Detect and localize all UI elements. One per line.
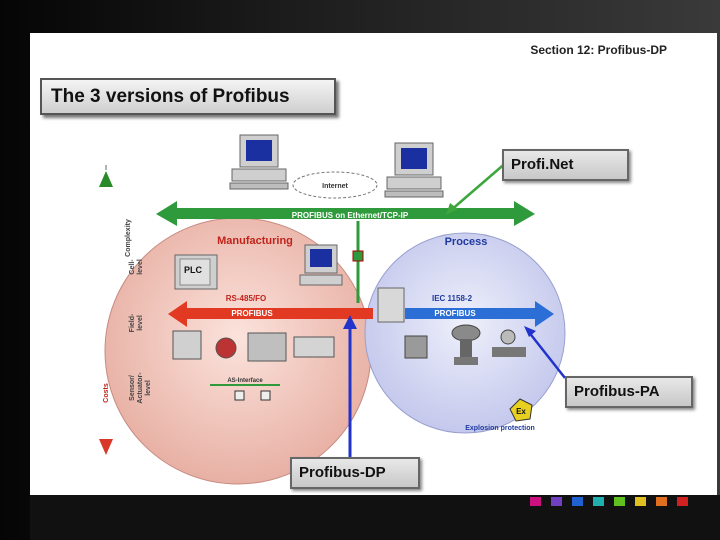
ex-label: Ex xyxy=(516,407,526,416)
profibus-dp-callout: Profibus-DP xyxy=(290,457,420,489)
profinet-callout: Profi.Net xyxy=(502,149,629,181)
footer-square xyxy=(614,497,625,506)
profibus-pa-callout: Profibus-PA xyxy=(565,376,693,408)
io-module-icon xyxy=(172,330,202,360)
footer-square xyxy=(677,497,688,506)
transmitter-icon xyxy=(404,335,428,359)
field-level-line2: level xyxy=(137,315,144,331)
profibus-diagram: PROFIBUS on Ethernet/TCP-IP PROFIBUS PRO… xyxy=(99,134,566,485)
complexity-label: Complexity xyxy=(125,219,132,257)
slide-title: The 3 versions of Profibus xyxy=(40,78,336,115)
remote-io-icon xyxy=(293,336,335,358)
costs-label: Costs xyxy=(103,383,110,403)
footer-square xyxy=(635,497,646,506)
ethernet-bus-label: PROFIBUS on Ethernet/TCP-IP xyxy=(292,211,409,220)
profibus-blue-label: PROFIBUS xyxy=(434,309,476,318)
slide: Section 12: Profibus-DP The 3 versions o… xyxy=(30,33,717,495)
sensor-level-line1: Sensor/ xyxy=(129,375,136,401)
profibus-red-label: PROFIBUS xyxy=(231,309,273,318)
ethernet-bus xyxy=(175,208,515,219)
as-interface-label: AS-Interface xyxy=(227,378,263,384)
footer-square xyxy=(551,497,562,506)
drive-icon xyxy=(215,337,237,359)
as-actuator-icon xyxy=(260,390,271,401)
field-level-line1: Field- xyxy=(129,313,136,332)
footer-square xyxy=(593,497,604,506)
process-label: Process xyxy=(445,236,488,248)
computer-cell-icon xyxy=(299,244,343,286)
rs485-label: RS-485/FO xyxy=(226,294,266,303)
internet-label: Internet xyxy=(322,183,348,190)
footer-square xyxy=(656,497,667,506)
cell-level-line2: level xyxy=(137,259,144,275)
ex-icon xyxy=(509,398,533,422)
iec-label: IEC 1158-2 xyxy=(432,294,473,303)
internet-cloud xyxy=(292,171,378,199)
io-rack-icon xyxy=(247,332,287,362)
footer-square xyxy=(572,497,583,506)
footer-strip xyxy=(30,495,720,540)
profibus-red-bus xyxy=(185,308,373,319)
section-title: Section 12: Profibus-DP xyxy=(530,43,667,57)
plc-icon: PLC xyxy=(174,254,218,290)
profinet-arrow xyxy=(449,160,509,212)
as-sensor-icon xyxy=(234,390,245,401)
manufacturing-label: Manufacturing xyxy=(217,235,293,247)
flowmeter-icon xyxy=(492,329,526,357)
sensor-level-line3: level xyxy=(145,380,152,396)
profibus-pa-bus xyxy=(405,308,537,319)
plc-label: PLC xyxy=(184,265,203,275)
cell-level-line1: Cell- xyxy=(129,259,136,275)
footer-square xyxy=(530,497,541,506)
pa-arrow xyxy=(527,330,566,379)
computer-right-icon xyxy=(384,142,444,198)
valve-icon xyxy=(451,324,481,365)
sensor-level-line2: Actuator- xyxy=(137,372,144,404)
explosion-label: Explosion protection xyxy=(465,425,535,432)
coupler-icon xyxy=(377,287,405,323)
computer-left-icon xyxy=(229,134,289,190)
